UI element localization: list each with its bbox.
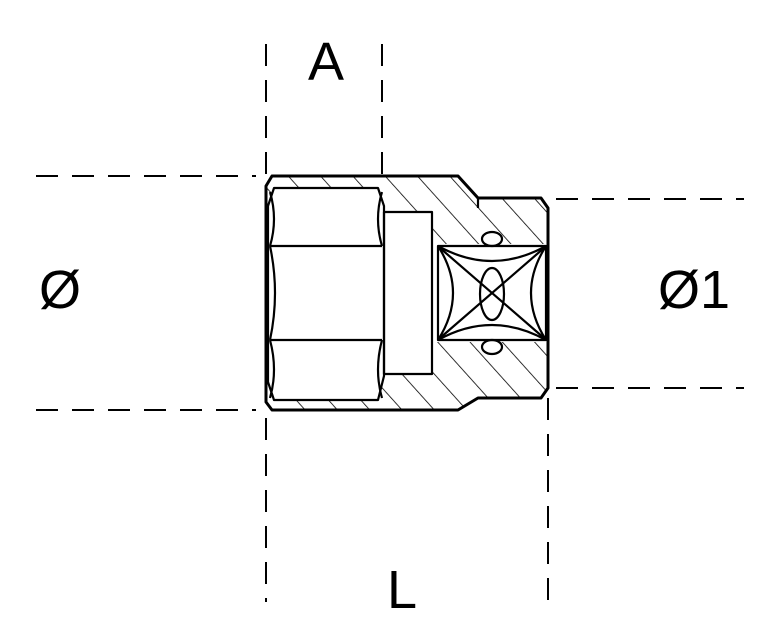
hex-flat-curve-right-bottom bbox=[376, 339, 384, 399]
label-diameter1: Ø1 bbox=[658, 260, 730, 320]
detent-ball-bottom bbox=[480, 338, 504, 356]
dimension-lines bbox=[36, 44, 744, 602]
middle-bore-outline bbox=[382, 210, 434, 376]
label-diameter: Ø bbox=[39, 260, 81, 320]
square-drive-x-curves bbox=[437, 245, 547, 341]
detent-ball-top bbox=[480, 230, 504, 248]
middle-bore bbox=[384, 212, 432, 374]
hex-flat-curve-bottom bbox=[268, 339, 276, 399]
square-drive-diagonals bbox=[439, 247, 545, 339]
hex-flat-curve-middle bbox=[268, 245, 277, 341]
hex-flat-curve-right-top bbox=[376, 191, 384, 247]
detent-ball-center bbox=[478, 266, 506, 322]
hex-cavity bbox=[268, 188, 384, 400]
hex-cavity-outline bbox=[266, 186, 386, 402]
hex-flat-curve-top bbox=[268, 191, 276, 247]
label-a: A bbox=[308, 32, 344, 92]
label-l: L bbox=[387, 560, 417, 620]
socket-body bbox=[264, 174, 550, 412]
